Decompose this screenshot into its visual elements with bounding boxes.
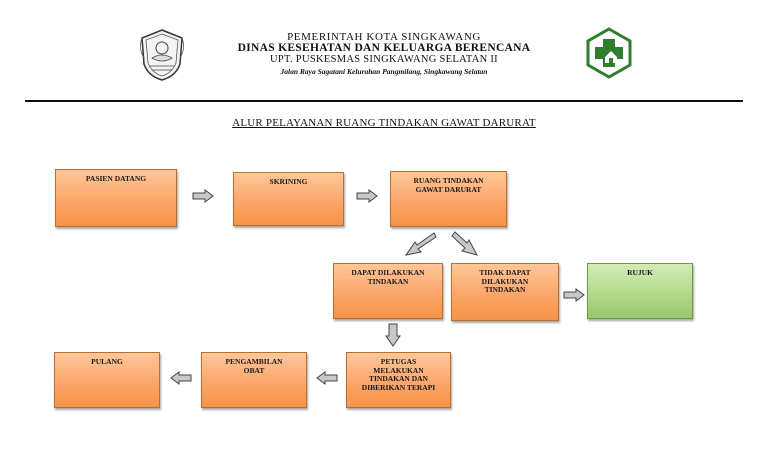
header-line-government: PEMERINTAH KOTA SINGKAWANG	[287, 31, 481, 43]
box-tidak-dapat: TIDAK DAPAT DILAKUKAN TINDAKAN	[451, 263, 559, 321]
box-dapat-dilakukan: DAPAT DILAKUKAN TINDAKAN	[333, 263, 443, 319]
arrow-left-icon	[170, 371, 192, 385]
arrow-right-icon	[192, 189, 214, 203]
header-line-department: DINAS KESEHATAN DAN KELUARGA BERENCANA	[237, 42, 531, 54]
arrow-down-icon	[385, 323, 401, 347]
puskesmas-logo-icon	[586, 27, 632, 79]
arrow-left-icon	[316, 371, 338, 385]
box-ruang-tindakan: RUANG TINDAKAN GAWAT DARURAT	[390, 171, 507, 227]
arrow-down-right-icon	[451, 231, 478, 256]
header-divider	[25, 100, 743, 102]
box-rujuk: RUJUK	[587, 263, 693, 319]
diagram-title: ALUR PELAYANAN RUANG TINDAKAN GAWAT DARU…	[232, 117, 536, 129]
arrow-right-icon	[563, 288, 585, 302]
arrow-right-icon	[356, 189, 378, 203]
header-line-address: Jalan Raya Sagatani Kelurahan Pangmilang…	[280, 67, 488, 76]
box-pengambilan-obat: PENGAMBILAN OBAT	[201, 352, 307, 408]
header-line-puskesmas: UPT. PUSKESMAS SINGKAWANG SELATAN II	[270, 54, 498, 65]
box-skrining: SKRINING	[233, 172, 344, 226]
box-petugas: PETUGAS MELAKUKAN TINDAKAN DAN DIBERIKAN…	[346, 352, 451, 408]
box-pasien-datang: PASIEN DATANG	[55, 169, 177, 227]
city-emblem-icon	[140, 29, 184, 81]
arrow-down-left-icon	[404, 232, 437, 256]
box-pulang: PULANG	[54, 352, 160, 408]
letterhead: PEMERINTAH KOTA SINGKAWANG DINAS KESEHAT…	[0, 0, 768, 100]
